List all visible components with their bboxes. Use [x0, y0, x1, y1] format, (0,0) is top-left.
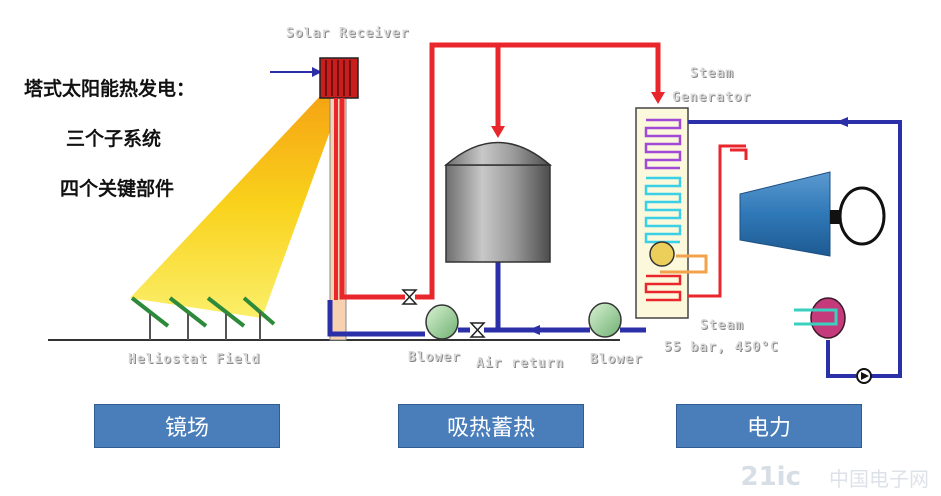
valve-cold: [469, 322, 486, 338]
diagram-title: 塔式太阳能热发电：: [24, 78, 196, 100]
blower-left-label: Blower: [408, 350, 461, 365]
steam-line: [660, 144, 748, 298]
flow-arrow: [651, 92, 665, 104]
valve-hot: [401, 289, 418, 305]
solar-receiver-label: Solar Receiver: [286, 26, 410, 41]
key-components-label: 四个关键部件: [60, 178, 175, 200]
steam-out-label-2: 55 bar, 450°C: [664, 340, 779, 355]
electric-generator: [838, 186, 886, 246]
steam-generator-label-1: Steam: [690, 66, 735, 81]
solar-receiver: [319, 57, 359, 99]
flow-arrow: [491, 126, 505, 138]
flow-arrow: [836, 117, 848, 127]
steam-out-label-1: Steam: [700, 318, 745, 333]
watermark-site: 中国电子网: [829, 467, 929, 491]
heliostat: [242, 296, 276, 340]
feed-pump: [856, 368, 872, 384]
flow-arrow: [528, 325, 540, 335]
hot-air-pipe: [339, 42, 661, 300]
heliostat: [206, 296, 246, 340]
category-mirror-field: 镜场: [94, 404, 280, 448]
steam-turbine: [739, 171, 831, 257]
category-power: 电力: [676, 404, 862, 448]
storage-tank: [443, 141, 553, 263]
heliostat: [168, 296, 208, 340]
steam-generator-label-2: Generator: [672, 90, 752, 105]
watermark-logo: 21ic: [740, 462, 801, 492]
heliostat-mirrors: [130, 296, 276, 340]
heliostat: [130, 296, 170, 340]
subsystems-label: 三个子系统: [66, 128, 162, 150]
steam-generator: [635, 107, 689, 319]
blower-right-label: Blower: [590, 352, 643, 367]
water-loop: [688, 120, 902, 378]
heliostat-field-label: Heliostat Field: [128, 352, 261, 367]
air-return-label: Air return: [476, 356, 565, 371]
sunlight-beam: [130, 94, 340, 318]
blower-left: [425, 304, 459, 340]
blower-right: [588, 302, 622, 338]
condenser: [794, 297, 846, 339]
category-heat-absorption-storage: 吸热蓄热: [398, 404, 584, 448]
